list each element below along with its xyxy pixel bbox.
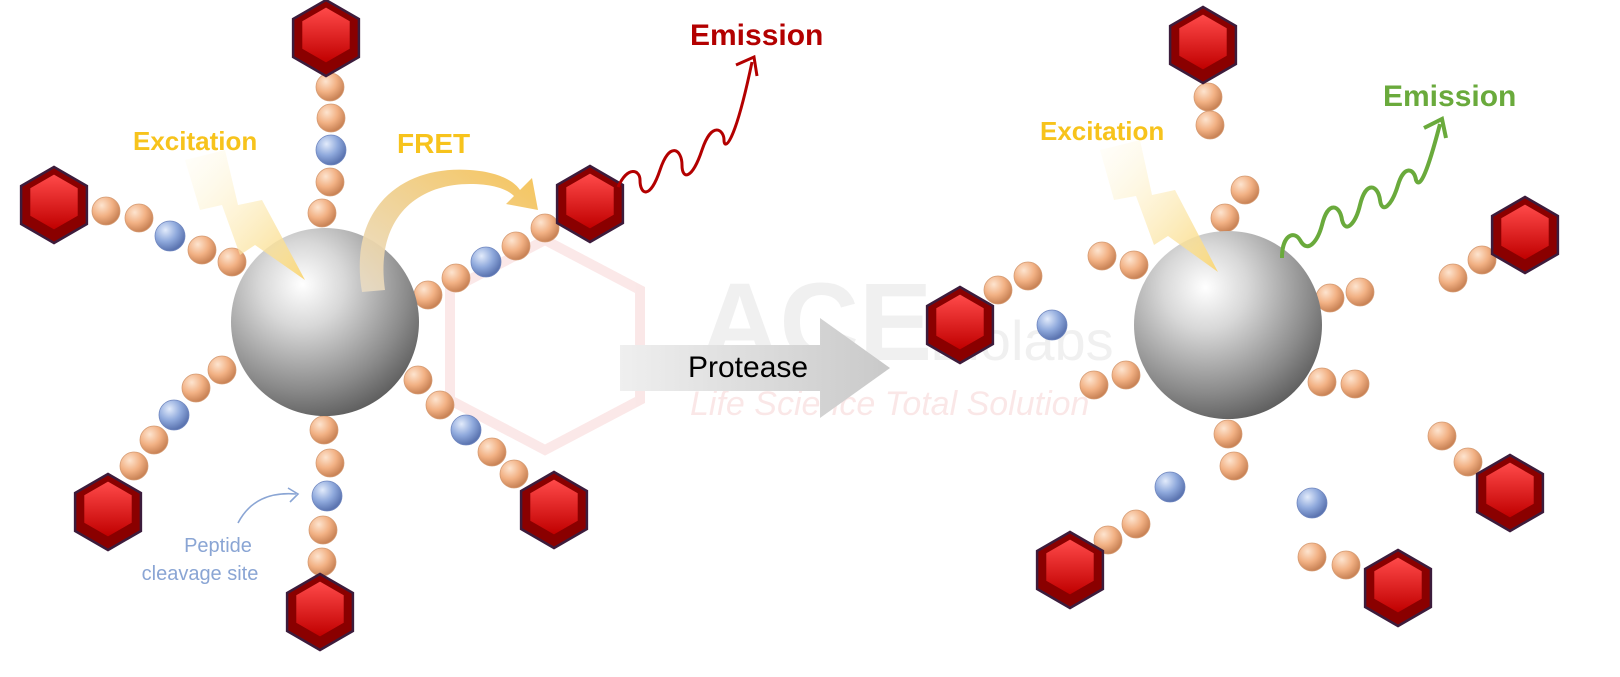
fluorophore-hexagon — [1475, 453, 1545, 533]
amino-acid-bead — [1195, 110, 1225, 140]
amino-acid-bead — [403, 365, 433, 395]
amino-acid-bead — [124, 203, 154, 233]
amino-acid-bead — [181, 373, 211, 403]
peptide-label-line2: cleavage site — [142, 563, 259, 585]
amino-acid-bead — [187, 235, 217, 265]
excitation-label-right: Excitation — [1040, 116, 1164, 146]
amino-acid-bead — [308, 515, 338, 545]
cleavage-site-bead — [1036, 309, 1068, 341]
amino-acid-bead — [139, 425, 169, 455]
nanoparticle-right — [1134, 231, 1322, 419]
amino-acid-bead — [1438, 263, 1468, 293]
amino-acid-bead — [307, 198, 337, 228]
amino-acid-bead — [307, 547, 337, 577]
amino-acid-bead — [1087, 241, 1117, 271]
cleavage-site-bead — [1296, 487, 1328, 519]
amino-acid-bead — [1453, 447, 1483, 477]
amino-acid-bead — [413, 280, 443, 310]
cleavage-site-bead — [311, 480, 343, 512]
amino-acid-bead — [1307, 367, 1337, 397]
excitation-bolt-right — [1100, 140, 1218, 272]
amino-acid-bead — [1331, 550, 1361, 580]
amino-acid-bead — [1219, 451, 1249, 481]
nanoparticle-left — [231, 228, 419, 416]
fluorophore-hexagon — [1490, 195, 1560, 275]
cleavage-site-bead — [450, 414, 482, 446]
amino-acid-bead — [309, 415, 339, 445]
intact-peptide-arms — [19, 0, 625, 652]
amino-acid-bead — [477, 437, 507, 467]
amino-acid-bead — [1467, 245, 1497, 275]
cleavage-site-bead — [315, 134, 347, 166]
amino-acid-bead — [425, 390, 455, 420]
emission-arrowhead-left — [735, 54, 759, 77]
amino-acid-bead — [1345, 277, 1375, 307]
fluorophore-hexagon — [285, 572, 355, 652]
peptide-label-line1: Peptide — [184, 535, 252, 557]
emission-label-left: Emission — [690, 19, 823, 52]
amino-acid-bead — [1427, 421, 1457, 451]
amino-acid-bead — [1210, 203, 1240, 233]
cleavage-pointer — [237, 492, 297, 524]
amino-acid-bead — [1297, 542, 1327, 572]
amino-acid-bead — [315, 72, 345, 102]
protease-arrow: Protease — [620, 318, 890, 418]
amino-acid-bead — [315, 167, 345, 197]
emission-arrowhead-right — [1423, 116, 1448, 139]
amino-acid-bead — [1093, 525, 1123, 555]
fluorophore-hexagon — [291, 0, 361, 78]
amino-acid-bead — [1340, 369, 1370, 399]
cleaved-fragments — [925, 5, 1560, 628]
fluorophore-hexagon — [1035, 530, 1105, 610]
amino-acid-bead — [1230, 175, 1260, 205]
amino-acid-bead — [315, 448, 345, 478]
emission-wave-right — [1280, 123, 1442, 259]
fluorophore-hexagon — [19, 165, 89, 245]
amino-acid-bead — [983, 275, 1013, 305]
amino-acid-bead — [91, 196, 121, 226]
emission-wave-left — [616, 61, 754, 194]
amino-acid-bead — [1213, 419, 1243, 449]
fret-arrow — [359, 169, 538, 292]
fluorophore-hexagon — [1168, 5, 1238, 85]
protease-label: Protease — [688, 351, 808, 384]
amino-acid-bead — [1193, 82, 1223, 112]
amino-acid-bead — [530, 213, 560, 243]
fluorophore-hexagon — [555, 164, 625, 244]
excitation-bolt-left — [185, 150, 305, 280]
amino-acid-bead — [1121, 509, 1151, 539]
emission-label-right: Emission — [1383, 80, 1516, 113]
amino-acid-bead — [207, 355, 237, 385]
amino-acid-bead — [316, 103, 346, 133]
cleavage-site-bead — [1154, 471, 1186, 503]
amino-acid-bead — [1079, 370, 1109, 400]
fluorophore-hexagon — [519, 470, 589, 550]
cleavage-site-bead — [158, 399, 190, 431]
fluorophore-hexagon — [73, 472, 143, 552]
amino-acid-bead — [499, 459, 529, 489]
amino-acid-bead — [501, 231, 531, 261]
cleavage-site-bead — [470, 246, 502, 278]
amino-acid-bead — [1119, 250, 1149, 280]
amino-acid-bead — [217, 247, 247, 277]
fluorophore-hexagon — [1363, 548, 1433, 628]
watermark-tagline: Life Science Total Solution — [690, 385, 1089, 423]
fret-label: FRET — [397, 128, 470, 159]
amino-acid-bead — [1111, 360, 1141, 390]
excitation-label-left: Excitation — [133, 126, 257, 156]
amino-acid-bead — [1013, 261, 1043, 291]
fluorophore-hexagon — [925, 285, 995, 365]
cleavage-site-bead — [154, 220, 186, 252]
amino-acid-bead — [441, 263, 471, 293]
amino-acid-bead — [119, 451, 149, 481]
